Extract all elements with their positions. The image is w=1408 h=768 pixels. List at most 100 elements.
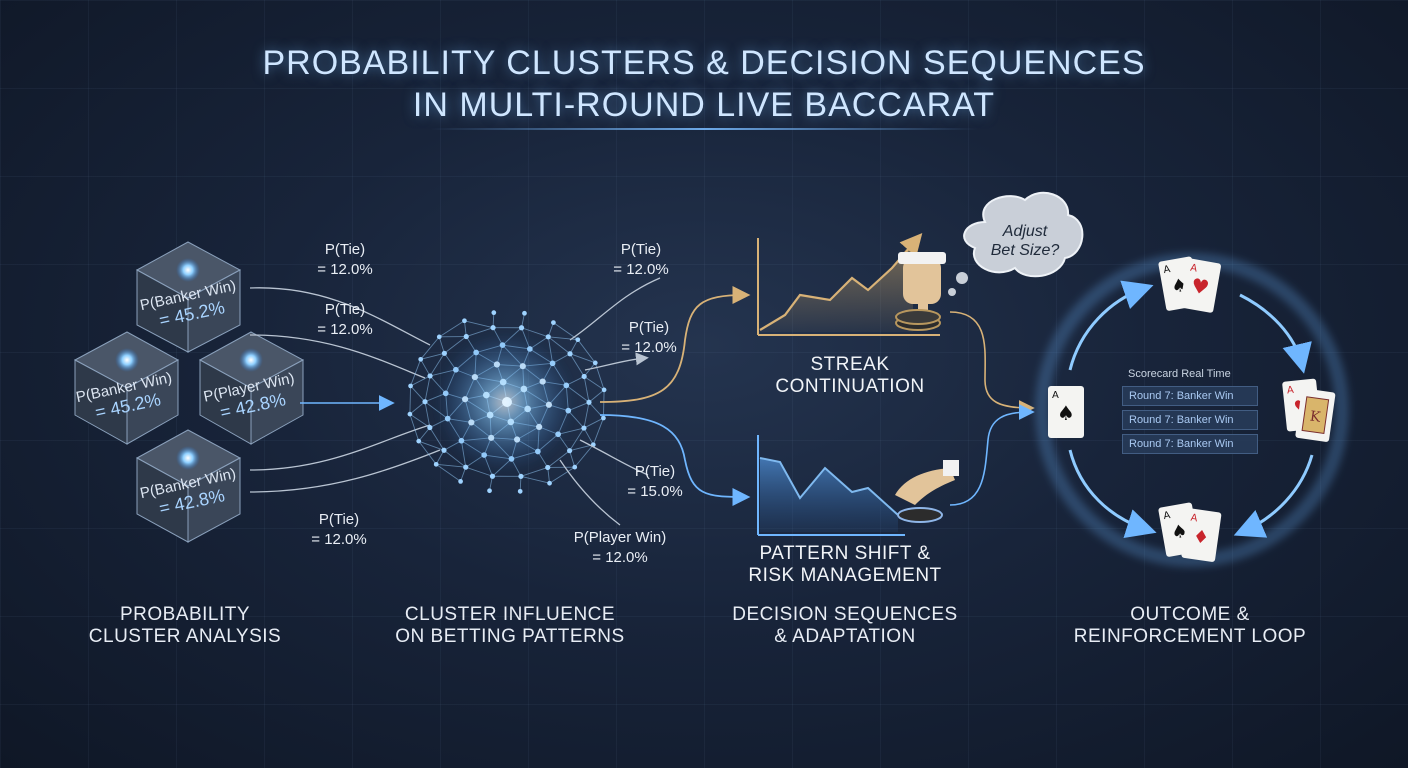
network-edge [418, 427, 431, 442]
network-node [575, 337, 581, 343]
thought-bubble [948, 191, 1084, 296]
network-edge [464, 320, 494, 329]
section-2-line-2: ON BETTING PATTERNS [395, 626, 625, 647]
right-tie-label-3: P(Tie) = 15.0% [610, 462, 700, 502]
network-node [518, 473, 524, 479]
left-tie-3-name: P(Tie) [318, 511, 360, 528]
network-edge [418, 440, 445, 451]
network-edge [444, 336, 467, 354]
svg-text:K: K [1309, 408, 1322, 425]
svg-text:A: A [1163, 264, 1172, 276]
output-lines [559, 277, 751, 526]
right-tie-2-name: P(Tie) [628, 319, 670, 336]
network-edge [602, 389, 605, 419]
network-node [545, 334, 551, 340]
title-divider [430, 128, 978, 130]
network-edge [424, 401, 431, 428]
network-edge [569, 444, 594, 452]
section-4-line-2: REINFORCEMENT LOOP [1073, 626, 1307, 647]
scorecard-row: Round 7: Banker Win [1122, 434, 1258, 454]
right-tie-label-2: P(Tie) = 12.0% [604, 318, 694, 358]
title-line-2: IN MULTI-ROUND LIVE BACCARAT [412, 86, 996, 124]
streak-label-line-1: STREAK [810, 354, 890, 375]
network-edge [569, 339, 579, 354]
network-edge [520, 475, 550, 484]
network-edge [569, 353, 585, 377]
network-edge [418, 440, 437, 465]
section-label-3: DECISION SEQUENCES & ADAPTATION [715, 604, 975, 648]
svg-text:A: A [1189, 263, 1198, 275]
section-3-line-2: & ADAPTATION [774, 626, 916, 647]
network-node [416, 438, 422, 444]
bubble-line-1: Adjust [1002, 223, 1048, 240]
network-node [551, 320, 556, 325]
scorecard-title: Scorecard Real Time [1128, 368, 1231, 380]
network-node [427, 373, 433, 379]
svg-text:A: A [1163, 510, 1172, 522]
network-edge [410, 375, 431, 387]
network-edge [429, 353, 445, 377]
network-node [545, 464, 551, 471]
section-2-line-1: CLUSTER INFLUENCE [404, 604, 616, 625]
pattern-shift-line-1: PATTERN SHIFT & [759, 543, 931, 564]
right-tie-label-1: P(Tie) = 12.0% [596, 240, 686, 280]
network-edge [583, 402, 590, 429]
card-pair-top: A ♠ A ♥ [1158, 256, 1222, 313]
card-pair-bottom: A ♠ A ♦ [1158, 502, 1222, 562]
network-node [586, 399, 592, 405]
network-node [436, 334, 442, 340]
network-node [518, 325, 525, 331]
network-edge [549, 466, 575, 484]
network-edge [592, 417, 604, 445]
network-node [408, 383, 413, 389]
svg-text:♥: ♥ [1189, 273, 1211, 300]
network-edge [588, 389, 605, 403]
network-edge [583, 376, 605, 391]
svg-text:A: A [1286, 385, 1294, 397]
streak-label: STREAK CONTINUATION [760, 354, 940, 398]
section-1-line-1: PROBABILITY [119, 604, 251, 625]
network-node [427, 424, 433, 431]
network-edge [435, 463, 461, 482]
cube-cluster [73, 241, 305, 543]
right-tie-1-value: = 12.0% [613, 261, 669, 278]
network-node [422, 399, 428, 405]
network-node [567, 448, 573, 454]
right-tie-3-value: = 15.0% [627, 483, 683, 500]
section-1-line-2: CLUSTER ANALYSIS [88, 626, 282, 647]
left-tie-3-value: = 12.0% [311, 531, 367, 548]
right-tie-2-value: = 12.0% [621, 339, 677, 356]
network-node [491, 310, 497, 316]
network-edge [547, 450, 570, 468]
right-player-name: P(Player Win) [573, 529, 667, 546]
network-edge [569, 427, 585, 451]
network-node [601, 387, 607, 393]
network-node [441, 447, 447, 453]
network-edge [435, 450, 445, 465]
network-node [441, 350, 447, 356]
section-label-1: PROBABILITY CLUSTER ANALYSIS [60, 604, 310, 648]
cube-bottom [135, 429, 242, 543]
scorecard-row: Round 7: Banker Win [1122, 410, 1258, 430]
bubble-text: Adjust Bet Size? [980, 222, 1070, 260]
streak-label-line-2: CONTINUATION [775, 376, 925, 397]
network-edge [420, 336, 440, 360]
pattern-shift-label: PATTERN SHIFT & RISK MANAGEMENT [740, 543, 950, 587]
right-player-label: P(Player Win) = 12.0% [560, 528, 680, 568]
network-node [487, 488, 492, 494]
network-edge [410, 385, 426, 403]
network-edge [439, 320, 465, 338]
svg-text:A: A [1052, 390, 1059, 401]
section-label-2: CLUSTER INFLUENCE ON BETTING PATTERNS [380, 604, 640, 648]
network-edge [569, 353, 596, 364]
network-edge [574, 444, 594, 468]
network-node [407, 411, 413, 417]
hand-pointer-icon [895, 252, 946, 331]
right-player-value: = 12.0% [592, 549, 648, 566]
network-node [567, 351, 573, 357]
network-edge [429, 427, 445, 451]
cube-right [198, 331, 305, 445]
network-edge [443, 449, 467, 468]
network-node [592, 360, 598, 366]
network-node [522, 310, 527, 316]
